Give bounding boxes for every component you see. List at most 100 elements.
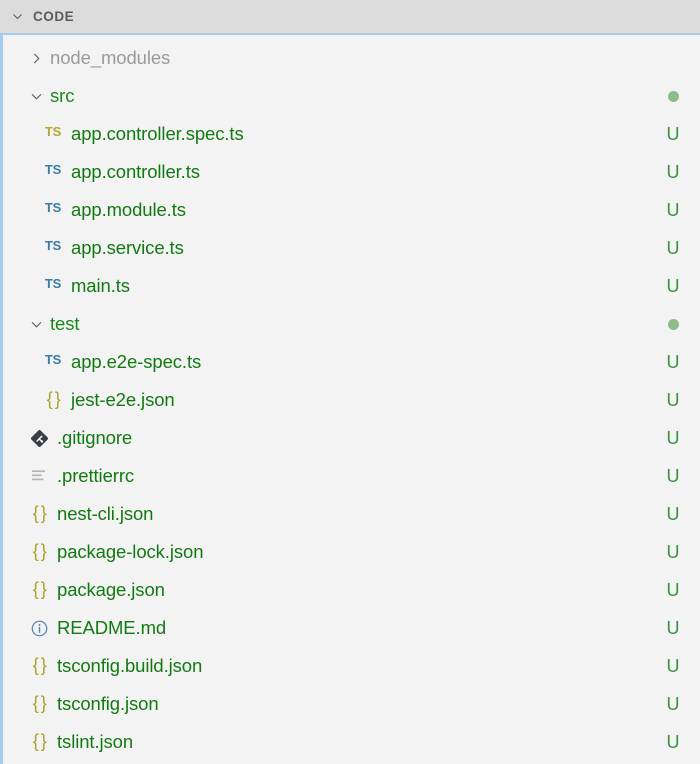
file-icon-label: TS bbox=[44, 161, 62, 177]
tree-row-folder[interactable]: node_modules bbox=[3, 39, 700, 77]
git-status-badge: U bbox=[662, 571, 684, 609]
file-icon-label: { } bbox=[32, 731, 47, 751]
tree-row-folder[interactable]: test bbox=[3, 305, 700, 343]
git-status-badge: U bbox=[662, 153, 684, 191]
git-status-badge: U bbox=[662, 115, 684, 153]
tree-item-label: nest-cli.json bbox=[57, 502, 154, 524]
tree-row-file[interactable]: { } package-lock.json U bbox=[3, 533, 700, 571]
status-letter: U bbox=[666, 390, 680, 410]
section-title: CODE bbox=[33, 8, 75, 24]
tree-row-file[interactable]: { } tsconfig.build.json U bbox=[3, 647, 700, 685]
file-icon-label: { } bbox=[32, 579, 47, 599]
file-icon-label: TS bbox=[44, 351, 62, 367]
json-icon: { } bbox=[26, 580, 52, 600]
git-status-badge: U bbox=[662, 685, 684, 723]
chevron-right-icon[interactable] bbox=[26, 48, 46, 68]
json-icon: { } bbox=[26, 542, 52, 562]
folder-change-dot bbox=[662, 305, 684, 343]
typescript-icon: TS bbox=[40, 200, 66, 220]
tree-row-file[interactable]: { } tsconfig.json U bbox=[3, 685, 700, 723]
folder-change-dot bbox=[662, 77, 684, 115]
git-status-badge: U bbox=[662, 267, 684, 305]
status-letter: U bbox=[666, 580, 680, 600]
tree-row-file[interactable]: { } nest-cli.json U bbox=[3, 495, 700, 533]
info-circle-icon bbox=[26, 618, 52, 638]
git-status-badge: U bbox=[662, 381, 684, 419]
status-letter: U bbox=[666, 656, 680, 676]
tree-row-file[interactable]: TS app.controller.ts U bbox=[3, 153, 700, 191]
file-icon-label: TS bbox=[44, 237, 62, 253]
tree-item-label: .prettierrc bbox=[57, 464, 135, 486]
status-letter: U bbox=[666, 200, 680, 220]
chevron-down-icon[interactable] bbox=[26, 86, 46, 106]
tree-row-file[interactable]: .gitignore U bbox=[3, 419, 700, 457]
json-icon: { } bbox=[26, 732, 52, 752]
chevron-down-icon[interactable] bbox=[26, 314, 46, 334]
status-letter: U bbox=[666, 238, 680, 258]
tree-row-file[interactable]: { } package.json U bbox=[3, 571, 700, 609]
file-icon-label: TS bbox=[44, 123, 62, 139]
tree-item-label: tslint.json bbox=[57, 730, 134, 752]
status-letter: U bbox=[666, 352, 680, 372]
git-status-badge: U bbox=[662, 419, 684, 457]
typescript-test-icon: TS bbox=[40, 124, 66, 144]
git-status-badge: U bbox=[662, 343, 684, 381]
tree-row-folder[interactable]: src bbox=[3, 77, 700, 115]
status-letter: U bbox=[666, 504, 680, 524]
tree-row-file[interactable]: TS app.service.ts U bbox=[3, 229, 700, 267]
tree-item-label: jest-e2e.json bbox=[71, 388, 175, 410]
status-letter: U bbox=[666, 618, 680, 638]
tree-item-label: app.service.ts bbox=[71, 236, 184, 258]
git-status-badge: U bbox=[662, 495, 684, 533]
json-icon: { } bbox=[26, 504, 52, 524]
tree-item-label: tsconfig.json bbox=[57, 692, 159, 714]
tree-item-label: .gitignore bbox=[57, 426, 133, 448]
git-status-badge: U bbox=[662, 609, 684, 647]
typescript-icon: TS bbox=[40, 352, 66, 372]
git-status-badge: U bbox=[662, 723, 684, 761]
tree-row-file[interactable]: TS app.controller.spec.ts U bbox=[3, 115, 700, 153]
status-letter: U bbox=[666, 276, 680, 296]
git-status-badge: U bbox=[662, 191, 684, 229]
file-icon-label: { } bbox=[32, 693, 47, 713]
git-status-badge: U bbox=[662, 533, 684, 571]
status-letter: U bbox=[666, 694, 680, 714]
tree-item-label: package-lock.json bbox=[57, 540, 204, 562]
json-icon: { } bbox=[26, 694, 52, 714]
file-icon-label: { } bbox=[32, 655, 47, 675]
tree-item-label: app.module.ts bbox=[71, 198, 186, 220]
tree-item-label: main.ts bbox=[71, 274, 130, 296]
tree-item-label: node_modules bbox=[50, 46, 171, 68]
chevron-down-icon[interactable] bbox=[8, 8, 26, 26]
explorer-section-header[interactable]: CODE bbox=[0, 0, 700, 33]
typescript-icon: TS bbox=[40, 162, 66, 182]
git-icon bbox=[26, 428, 52, 448]
tree-row-file[interactable]: { } tslint.json U bbox=[3, 723, 700, 761]
config-lines-icon bbox=[26, 466, 52, 486]
file-icon-label: { } bbox=[32, 541, 47, 561]
typescript-icon: TS bbox=[40, 276, 66, 296]
file-icon-label: { } bbox=[32, 503, 47, 523]
tree-item-label: test bbox=[50, 312, 80, 334]
json-icon: { } bbox=[26, 656, 52, 676]
typescript-icon: TS bbox=[40, 238, 66, 258]
tree-item-label: tsconfig.build.json bbox=[57, 654, 203, 676]
status-letter: U bbox=[666, 124, 680, 144]
status-dot-icon bbox=[667, 90, 679, 102]
tree-row-file[interactable]: { }jest-e2e.json U bbox=[3, 381, 700, 419]
status-letter: U bbox=[666, 466, 680, 486]
tree-item-label: app.controller.ts bbox=[71, 160, 200, 182]
tree-item-label: app.controller.spec.ts bbox=[71, 122, 244, 144]
git-status-badge: U bbox=[662, 457, 684, 495]
json-icon: { } bbox=[40, 390, 66, 410]
tree-item-label: package.json bbox=[57, 578, 165, 600]
status-letter: U bbox=[666, 162, 680, 182]
git-status-badge: U bbox=[662, 229, 684, 267]
tree-row-file[interactable]: .prettierrc U bbox=[3, 457, 700, 495]
